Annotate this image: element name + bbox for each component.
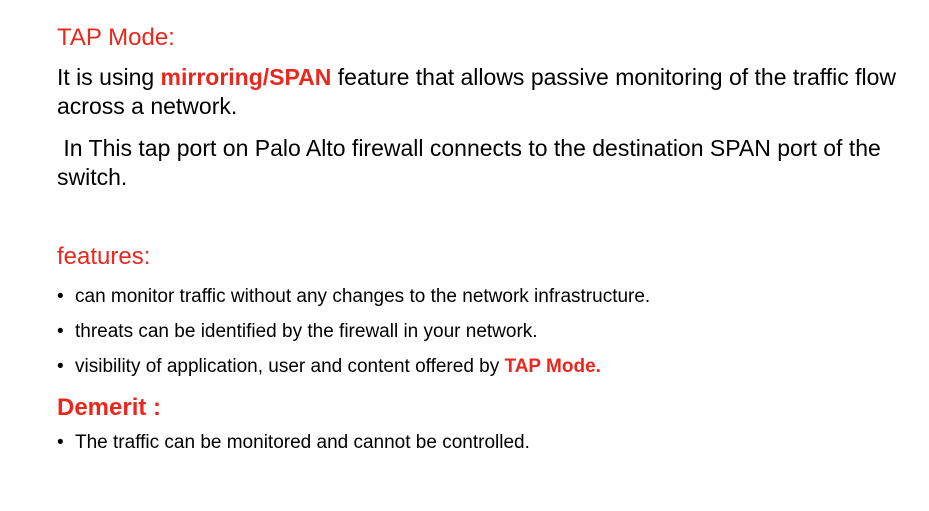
tap-port-description: In This tap port on Palo Alto firewall c… bbox=[57, 135, 888, 190]
bullet-icon: • bbox=[57, 432, 64, 453]
list-item: • visibility of application, user and co… bbox=[57, 355, 650, 390]
tap-mode-description: It is using mirroring/SPAN feature that … bbox=[57, 63, 897, 121]
tap-mode-heading: TAP Mode: bbox=[57, 24, 175, 51]
bullet-icon: • bbox=[57, 356, 64, 377]
list-item: • threats can be identified by the firew… bbox=[57, 320, 650, 355]
features-heading: features: bbox=[57, 243, 151, 270]
list-item: • can monitor traffic without any change… bbox=[57, 285, 650, 320]
tap-mode-text-before: It is using bbox=[57, 64, 161, 90]
demerit-text: The traffic can be monitored and cannot … bbox=[75, 432, 530, 453]
tap-mode-highlight: TAP Mode. bbox=[504, 356, 601, 377]
bullet-icon: • bbox=[57, 321, 64, 342]
feature-text: threats can be identified by the firewal… bbox=[75, 321, 538, 342]
feature-text: visibility of application, user and cont… bbox=[75, 356, 505, 377]
feature-text: can monitor traffic without any changes … bbox=[75, 286, 651, 307]
demerit-list: • The traffic can be monitored and canno… bbox=[57, 431, 530, 466]
list-item: • The traffic can be monitored and canno… bbox=[57, 431, 530, 466]
bullet-icon: • bbox=[57, 286, 64, 307]
features-list: • can monitor traffic without any change… bbox=[57, 285, 650, 390]
demerit-heading: Demerit : bbox=[57, 394, 162, 421]
tap-mode-text-after: feature that allows passive monitoring o… bbox=[57, 64, 897, 119]
mirroring-span-highlight: mirroring/SPAN bbox=[160, 64, 332, 90]
